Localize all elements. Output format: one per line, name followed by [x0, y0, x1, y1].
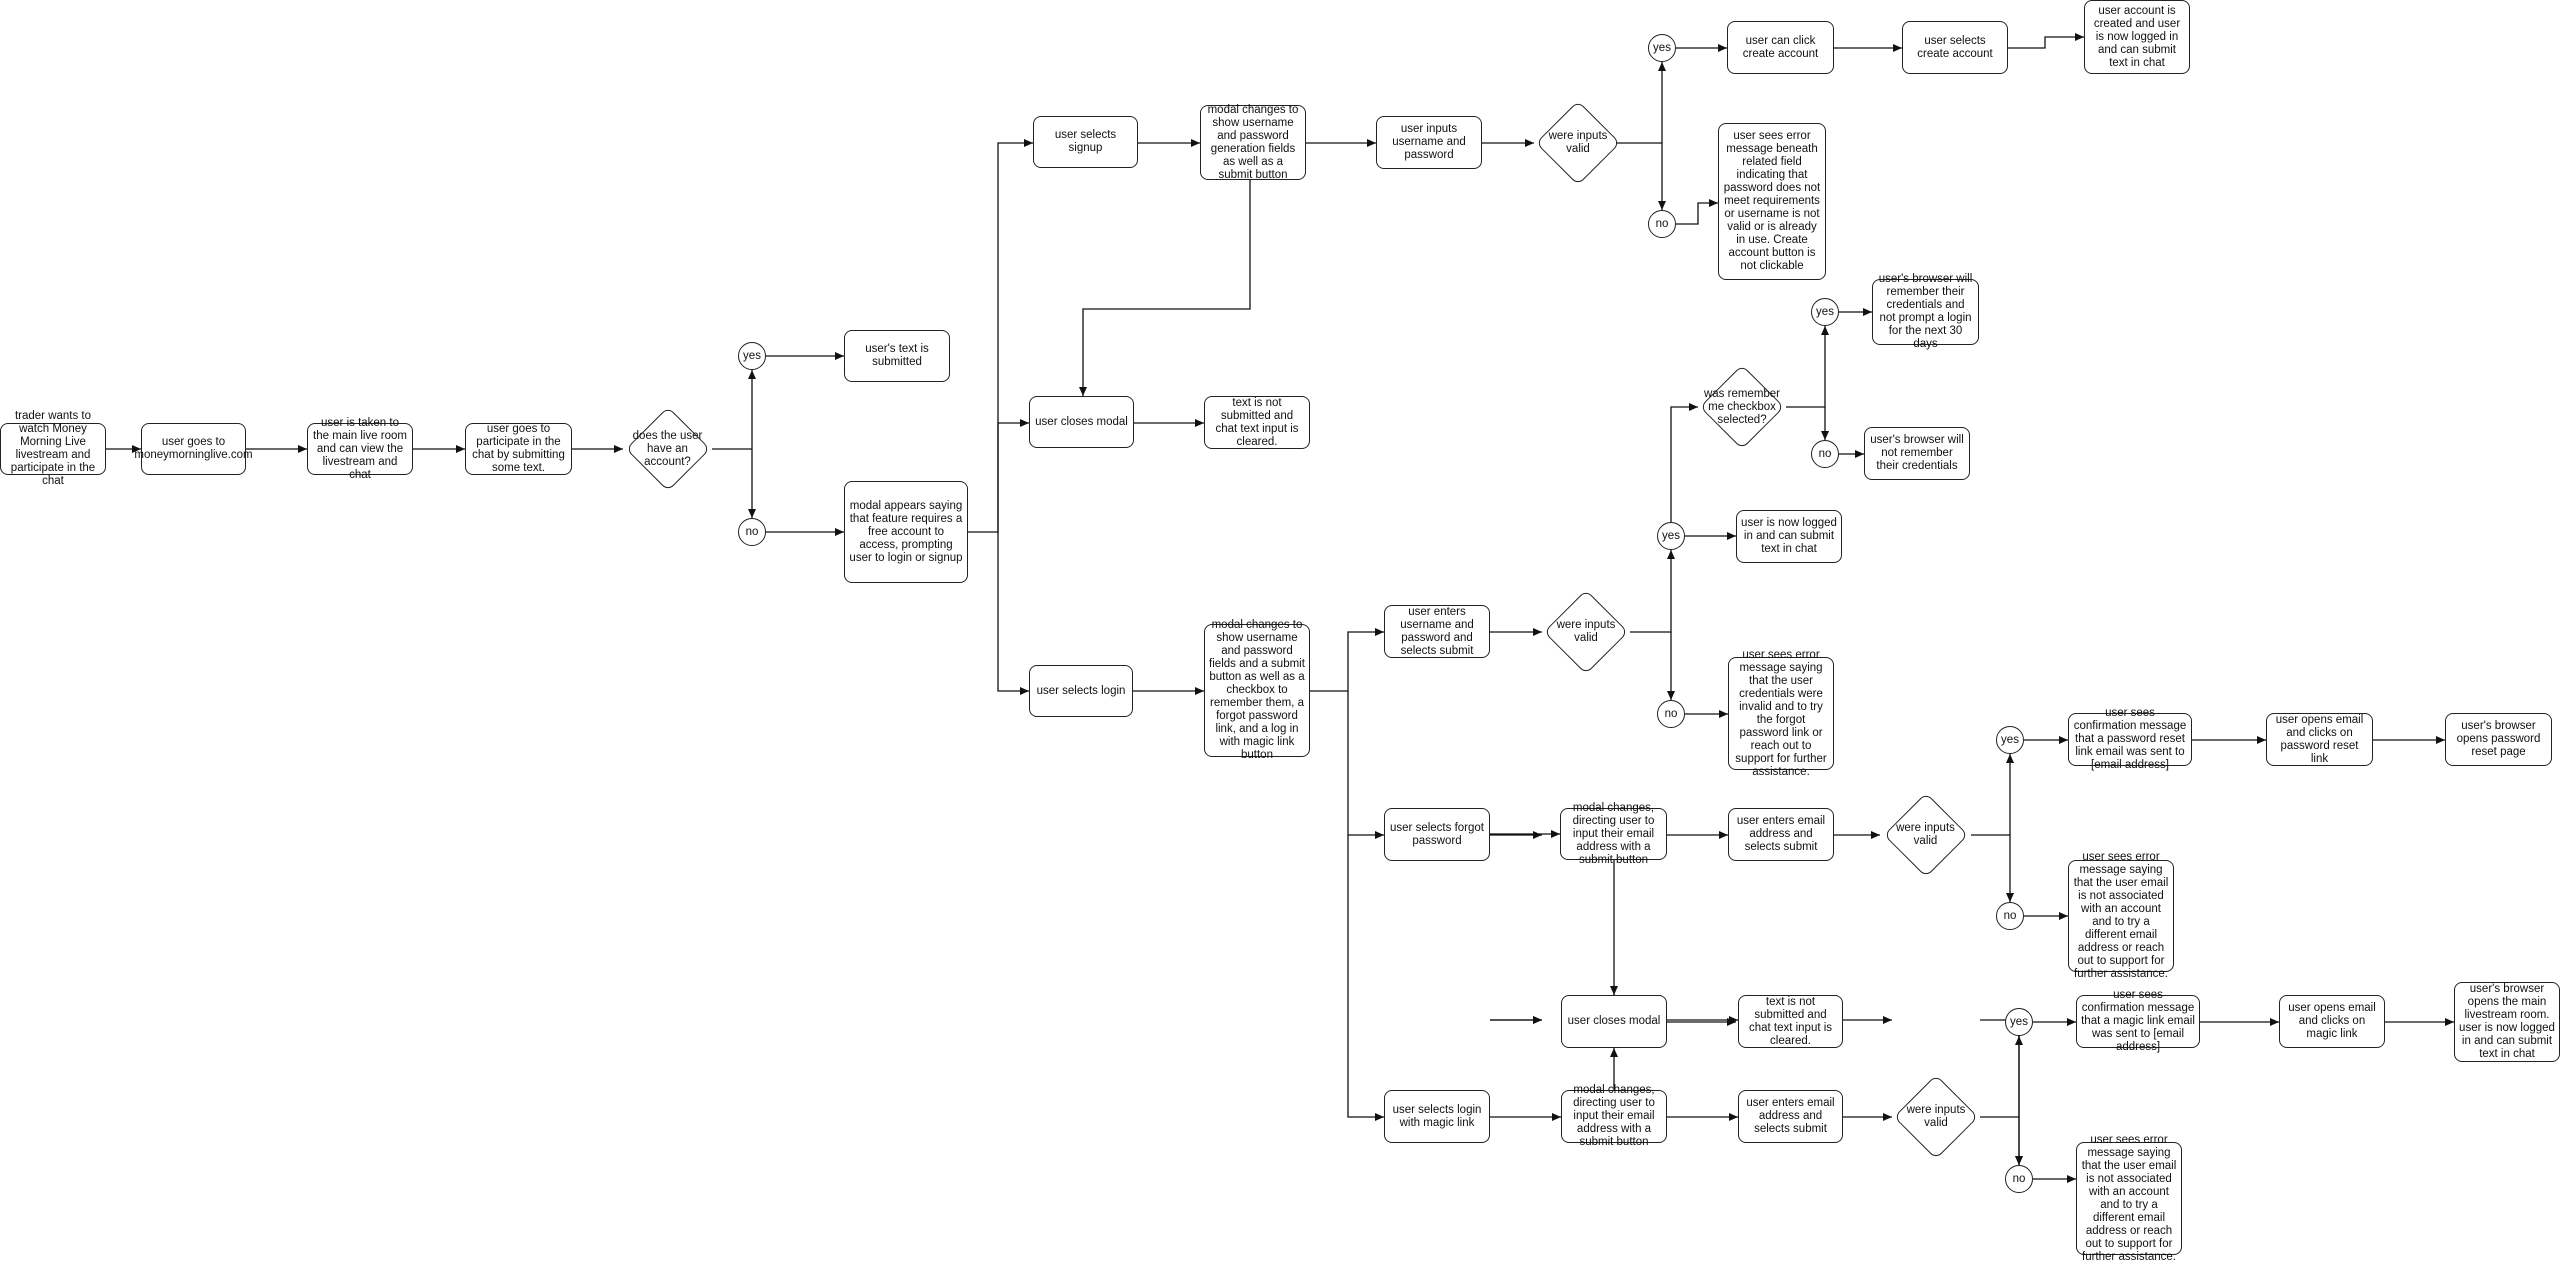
- selects-login-node: user selects login: [1029, 665, 1133, 717]
- magic-confirmation-node: user sees confirmation message that a ma…: [2076, 989, 2200, 1053]
- taken-to-live-room-node: user is taken to the main live room and …: [307, 417, 413, 481]
- text-not-submitted-2-node: text is not submitted and chat text inpu…: [1738, 995, 1843, 1048]
- magic-valid-decision: were inputs valid: [1892, 1074, 1980, 1160]
- has-account-decision-label: does the user have an account?: [632, 429, 703, 468]
- forgot-valid-decision: were inputs valid: [1880, 791, 1971, 879]
- login-valid-decision-label: were inputs valid: [1556, 619, 1616, 644]
- has-account-decision: does the user have an account?: [623, 406, 712, 492]
- closes-modal-1-node: user closes modal: [1029, 396, 1134, 448]
- logged-in-node: user is now logged in and can submit tex…: [1736, 510, 1842, 563]
- remember-yes-node: yes: [1811, 298, 1839, 326]
- account-created-node: user account is created and user is now …: [2084, 0, 2190, 74]
- signup-yes-node: yes: [1648, 34, 1676, 62]
- forgot-no-node: no: [1996, 902, 2024, 930]
- selects-magic-node: user selects login with magic link: [1384, 1090, 1490, 1143]
- remember-checked-decision-label: was remember me checkbox selected?: [1703, 387, 1781, 426]
- magic-enters-email-node: user enters email address and selects su…: [1738, 1090, 1843, 1143]
- remember-no-node: no: [1811, 440, 1839, 468]
- remember-checked-decision: was remember me checkbox selected?: [1698, 364, 1786, 450]
- login-yes-node: yes: [1657, 522, 1685, 550]
- opens-reset-email-node: user opens email and clicks on password …: [2266, 713, 2373, 766]
- signup-error-node: user sees error message beneath related …: [1718, 123, 1826, 280]
- login-no-node: no: [1657, 700, 1685, 728]
- not-remember-node: user's browser will not remember their c…: [1864, 427, 1970, 480]
- text-submitted-node: user's text is submitted: [844, 330, 950, 382]
- modal-appears-node: modal appears saying that feature requir…: [844, 481, 968, 583]
- has-account-no-node: no: [738, 518, 766, 546]
- forgot-error-node: user sees error message saying that the …: [2068, 851, 2174, 980]
- selects-forgot-node: user selects forgot password: [1384, 808, 1490, 861]
- forgot-yes-node: yes: [1996, 726, 2024, 754]
- participate-chat-node: user goes to participate in the chat by …: [465, 423, 572, 475]
- forgot-enters-email-node: user enters email address and selects su…: [1728, 808, 1834, 861]
- magic-valid-decision-label: were inputs valid: [1906, 1104, 1966, 1129]
- selects-create-node: user selects create account: [1902, 21, 2008, 74]
- login-error-node: user sees error message saying that the …: [1728, 649, 1834, 778]
- signup-valid-decision: were inputs valid: [1534, 99, 1622, 186]
- closes-modal-2-node: user closes modal: [1561, 995, 1667, 1048]
- remember-30-node: user's browser will remember their crede…: [1872, 273, 1979, 350]
- signup-valid-decision-label: were inputs valid: [1548, 129, 1608, 155]
- can-click-create-node: user can click create account: [1727, 21, 1834, 74]
- reset-confirmation-node: user sees confirmation message that a pa…: [2068, 707, 2192, 771]
- magic-modal-changes-node: modal changes, directing user to input t…: [1561, 1084, 1667, 1148]
- magic-no-node: no: [2005, 1165, 2033, 1193]
- start-node: trader wants to watch Money Morning Live…: [0, 410, 106, 487]
- inputs-username-password-node: user inputs username and password: [1376, 116, 1482, 169]
- opens-magic-email-node: user opens email and clicks on magic lin…: [2279, 995, 2385, 1048]
- login-modal-changes-node: modal changes to show username and passw…: [1204, 619, 1310, 761]
- signup-no-node: no: [1648, 210, 1676, 238]
- magic-logged-in-node: user's browser opens the main livestream…: [2454, 982, 2560, 1062]
- forgot-valid-decision-label: were inputs valid: [1896, 822, 1955, 847]
- forgot-modal-changes-node: modal changes, directing user to input t…: [1560, 802, 1667, 866]
- goes-to-site-node: user goes to moneymorninglive.com: [134, 423, 253, 475]
- magic-yes-node: yes: [2005, 1008, 2033, 1036]
- has-account-yes-node: yes: [738, 342, 766, 370]
- text-not-submitted-1-node: text is not submitted and chat text inpu…: [1204, 396, 1310, 449]
- magic-error-node: user sees error message saying that the …: [2076, 1134, 2182, 1263]
- reset-page-node: user's browser opens password reset page: [2445, 713, 2552, 766]
- selects-signup-node: user selects signup: [1033, 116, 1138, 168]
- enters-username-submit-node: user enters username and password and se…: [1384, 605, 1490, 658]
- login-valid-decision: were inputs valid: [1542, 589, 1630, 675]
- signup-modal-changes-node: modal changes to show username and passw…: [1200, 104, 1306, 181]
